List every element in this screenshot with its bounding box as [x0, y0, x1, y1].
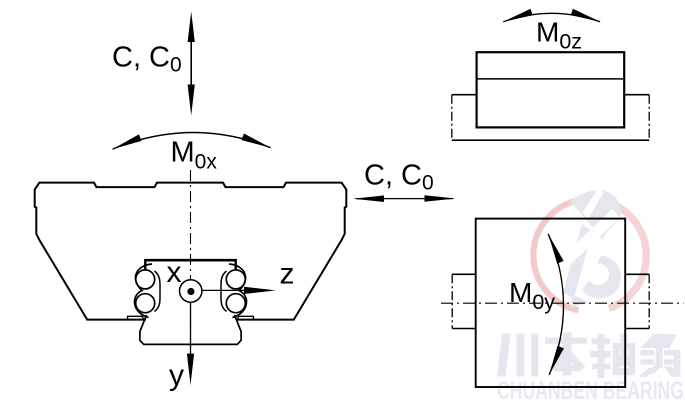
svg-text:M0z: M0z: [536, 16, 582, 53]
svg-text:z: z: [280, 258, 295, 291]
svg-text:x: x: [167, 256, 182, 289]
svg-text:C, C0: C, C0: [112, 42, 182, 77]
svg-text:C, C0: C, C0: [364, 160, 434, 195]
svg-text:M0x: M0x: [171, 137, 218, 174]
svg-text:CHUANBEN BEARING: CHUANBEN BEARING: [497, 377, 684, 400]
svg-text:M0y: M0y: [509, 277, 555, 314]
svg-text:y: y: [169, 359, 184, 392]
